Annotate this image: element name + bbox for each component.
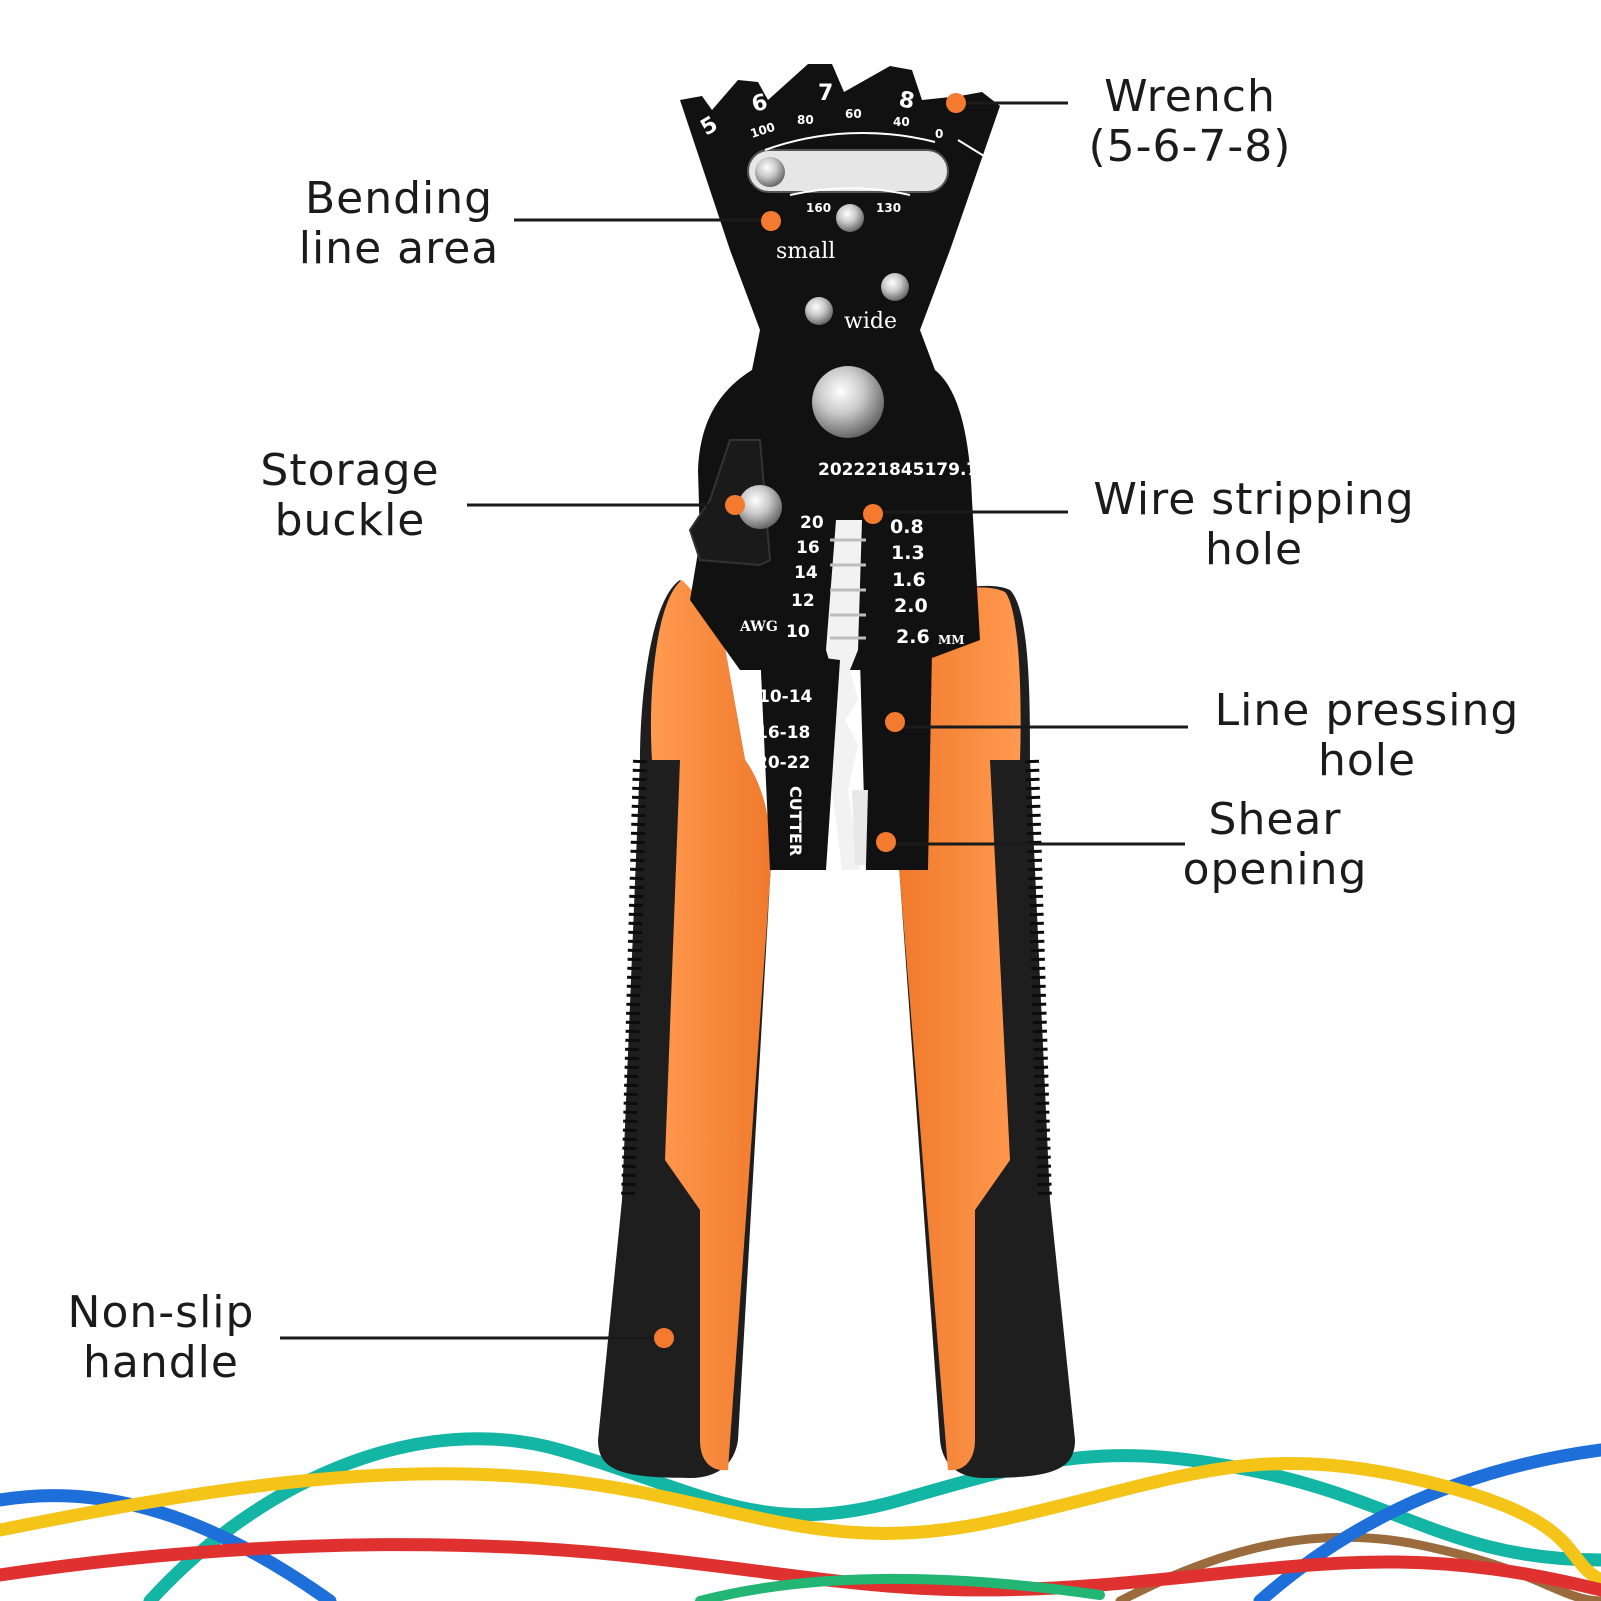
marker-bending [761, 211, 781, 231]
marker-handle [654, 1328, 674, 1348]
callout-wrench-line1: Wrench [1104, 71, 1276, 122]
callout-bending-line2: line area [298, 223, 500, 274]
awg-14: 14 [794, 563, 818, 583]
callout-wrench-line2: (5-6-7-8) [1088, 121, 1292, 172]
callout-shear: Shear opening [1160, 795, 1390, 895]
upper-scale-ticks [764, 131, 936, 151]
callout-bending: Bending line area [288, 174, 510, 274]
mm-1-3: 1.3 [891, 542, 925, 564]
callout-stripping-line1: Wire stripping [1093, 474, 1415, 525]
mm-2-6: 2.6 [896, 626, 930, 648]
scale-0: 0 [935, 127, 943, 141]
marker-storage [725, 495, 745, 515]
wire-blue [0, 1489, 337, 1601]
serial-number: 202221845179.7 [818, 460, 978, 480]
mm-2-0: 2.0 [894, 595, 928, 617]
cutter-label: CUTTER [786, 786, 805, 856]
mm-label: MM [938, 633, 965, 647]
callout-handle-line2: handle [83, 1337, 239, 1388]
callout-wrench: Wrench (5-6-7-8) [1070, 72, 1310, 172]
wrench-size-7: 7 [818, 81, 833, 106]
colored-wires [0, 1432, 1601, 1601]
mm-1-6: 1.6 [892, 569, 926, 591]
wire-yellow [0, 1456, 1601, 1587]
callout-stripping: Wire stripping hole [1084, 475, 1424, 575]
callout-pressing-line2: hole [1317, 735, 1417, 786]
awg-label: AWG [739, 619, 778, 635]
crimp-20-22: 20-22 [756, 753, 810, 773]
marker-pressing [885, 712, 905, 732]
tool-head [680, 64, 1000, 870]
awg-16: 16 [796, 538, 820, 558]
callout-markers [654, 93, 966, 1348]
callout-pressing: Line pressing hole [1202, 686, 1532, 786]
callout-storage: Storage buckle [250, 446, 450, 546]
wire-blue-2 [1253, 1443, 1601, 1601]
marker-stripping [863, 504, 883, 524]
awg-12: 12 [791, 591, 815, 611]
wire-teal [143, 1432, 1601, 1601]
crimp-16-18: 16-18 [756, 723, 810, 743]
callout-handle: Non-slip handle [56, 1288, 266, 1388]
scale-130: 130 [876, 201, 901, 215]
callout-storage-line1: Storage [260, 445, 440, 496]
wrench-size-6: 6 [749, 90, 770, 118]
awg-10: 10 [786, 622, 810, 642]
right-handle [898, 585, 1075, 1478]
callout-shear-line1: Shear [1208, 794, 1342, 845]
marker-shear [876, 832, 896, 852]
left-handle [598, 580, 771, 1478]
scale-160: 160 [806, 201, 831, 215]
awg-20: 20 [800, 513, 824, 533]
callout-storage-line2: buckle [274, 495, 426, 546]
callout-pressing-line1: Line pressing [1214, 685, 1520, 736]
wire-brown [1115, 1532, 1601, 1601]
wire-green [695, 1573, 1105, 1601]
mm-0-8: 0.8 [890, 516, 924, 538]
marker-wrench [946, 93, 966, 113]
callout-bending-line1: Bending [304, 173, 494, 224]
scale-40: 40 [893, 115, 910, 129]
small-label: small [776, 239, 835, 264]
callout-stripping-line2: hole [1204, 524, 1304, 575]
callout-handle-line1: Non-slip [67, 1287, 255, 1338]
scale-80: 80 [797, 113, 814, 127]
wide-label: wide [844, 309, 897, 334]
lower-scale-ticks [789, 187, 911, 196]
wrench-size-8: 8 [897, 87, 916, 114]
callout-shear-line2: opening [1182, 844, 1368, 895]
crimp-10-14: 10-14 [758, 687, 813, 707]
scale-60: 60 [845, 107, 862, 121]
leader-lines [280, 101, 1188, 1340]
